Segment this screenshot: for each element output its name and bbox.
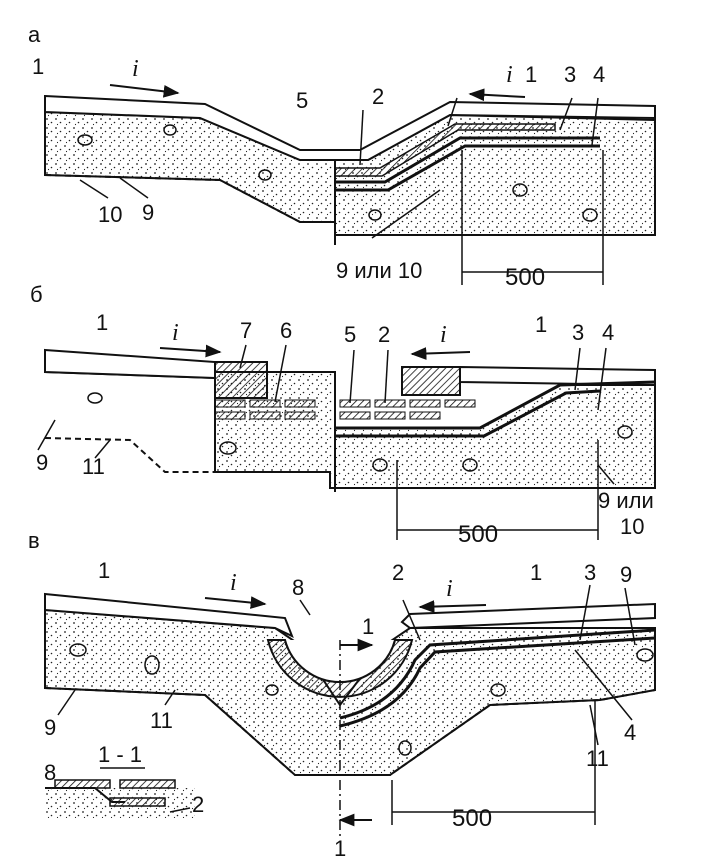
panel-a-slope-arrow-left (109, 84, 180, 98)
panel-b-label-10: 10 (620, 514, 644, 539)
panel-b-label-3: 3 (572, 320, 584, 345)
panel-b-membrane-2 (335, 389, 601, 438)
panel-v-cover-right (400, 602, 656, 630)
panel-b-label-5: 5 (344, 322, 356, 347)
panel-a-slope-arrow-right (468, 88, 526, 102)
panel-v-label-3: 3 (584, 560, 596, 585)
panel-v-label-8: 8 (292, 575, 304, 600)
panel-b-slope-arrow-left (159, 344, 222, 358)
panel-v: в 1 1 2 3 4 8 9 9 11 11 i i 500 1 1 1 - … (28, 528, 656, 861)
panel-a-label-5: 5 (296, 88, 308, 113)
panel-a-dimension: 500 (505, 264, 545, 291)
panel-b-soil (44, 437, 215, 473)
panel-b-label-2: 2 (378, 322, 390, 347)
panel-v-section-mark-bottom: 1 (334, 836, 346, 861)
panel-v-section-mark-top: 1 (362, 614, 374, 639)
section-1-1-label-8: 8 (44, 760, 56, 785)
panel-a-slope-right: i (506, 62, 513, 88)
panel-a: а 1 1 2 3 4 5 9 10 9 или 10 i i 500 (28, 22, 656, 291)
panel-a-slope-left: i (132, 56, 139, 82)
panel-v-slope-arrow-right (418, 600, 487, 613)
panel-a-label-9: 9 (142, 200, 154, 225)
panel-a-label-10: 10 (98, 202, 122, 227)
panel-b-label-9: 9 (36, 450, 48, 475)
panel-b-label-7: 7 (240, 318, 252, 343)
panel-v-slope-arrow-left (204, 596, 267, 609)
panel-b-cover-left (44, 348, 216, 380)
panel-b: б 1 1 2 3 4 5 6 7 9 11 9 или 10 i i 500 (30, 282, 656, 548)
panel-v-label-2: 2 (392, 560, 404, 585)
panel-a-label-9-or-10: 9 или 10 (336, 258, 422, 283)
section-1-1-label-2: 2 (192, 792, 204, 817)
panel-b-label-1-left: 1 (96, 310, 108, 335)
panel-b-brick-rows (214, 399, 476, 420)
panel-b-slope-left: i (172, 320, 179, 346)
panel-b-label-4: 4 (602, 320, 614, 345)
panel-a-membrane-2 (335, 144, 600, 192)
panel-b-label-6: 6 (280, 318, 292, 343)
panel-v-label-4: 4 (624, 720, 636, 745)
panel-b-label-9-or: 9 или (598, 488, 654, 513)
panel-v-membrane-1 (339, 628, 656, 720)
panel-a-letter: а (28, 22, 41, 47)
panel-a-label-1-left: 1 (32, 54, 44, 79)
panel-v-slope-left: i (230, 570, 237, 596)
panel-a-label-3: 3 (564, 62, 576, 87)
panel-a-joint-layers (334, 123, 556, 177)
panel-v-letter: в (28, 528, 40, 553)
panel-a-cover-layer (44, 94, 656, 161)
panel-b-label-11: 11 (82, 454, 105, 479)
panel-b-dimension: 500 (458, 521, 498, 548)
panel-v-label-1-right: 1 (530, 560, 542, 585)
section-1-1-detail (45, 767, 195, 818)
panel-v-label-11-left: 11 (150, 708, 173, 733)
panel-b-slope-right: i (440, 322, 447, 348)
panel-a-soil (44, 174, 335, 223)
panel-v-dimension: 500 (452, 805, 492, 832)
panel-b-slope-arrow-right (410, 347, 471, 360)
panel-b-block-7 (214, 361, 268, 399)
panel-a-label-4: 4 (593, 62, 605, 87)
panel-b-cover-right (459, 365, 656, 387)
panel-v-membrane-2 (339, 636, 656, 728)
panel-v-cover-left (44, 592, 294, 638)
panel-a-label-1-right: 1 (525, 62, 537, 87)
panel-b-label-1-right: 1 (535, 312, 547, 337)
panel-v-slope-right: i (446, 576, 453, 602)
panel-b-letter: б (30, 282, 43, 307)
panel-a-membrane-1 (335, 136, 600, 184)
panel-a-label-2: 2 (372, 84, 384, 109)
panel-v-label-9-right: 9 (620, 562, 632, 587)
panel-v-label-1-left: 1 (98, 558, 110, 583)
panel-v-label-11-right: 11 (586, 746, 609, 771)
panel-v-soil (44, 687, 656, 776)
panel-b-block-right (401, 366, 461, 396)
panel-b-concrete (44, 371, 656, 489)
panel-v-label-9-left: 9 (44, 715, 56, 740)
section-1-1-title: 1 - 1 (98, 742, 142, 767)
panel-b-membrane-1 (335, 380, 656, 430)
